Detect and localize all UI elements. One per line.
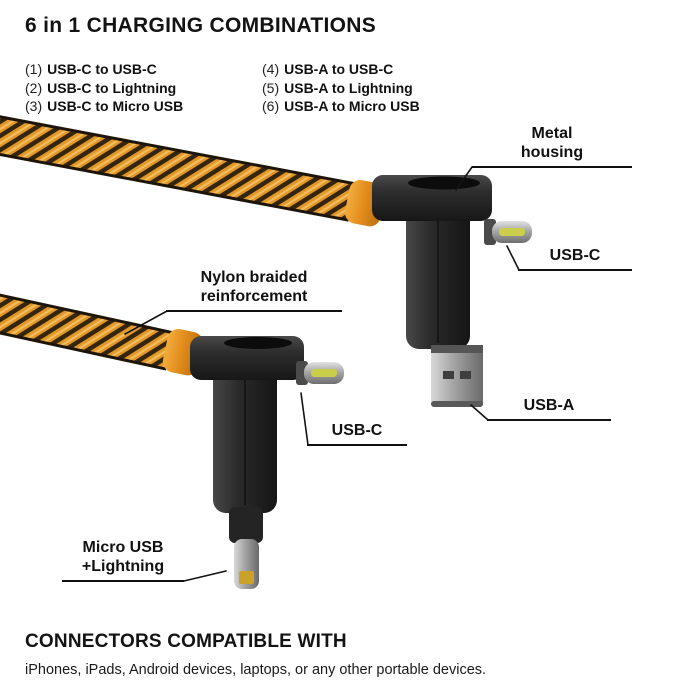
list-item: (4)USB-A to USB-C [262,60,420,79]
annotation-text: USB-C [331,422,383,439]
combinations-column-right: (4)USB-A to USB-C (5)USB-A to Lightning … [262,60,420,116]
annotation-text: +Lightning [81,558,165,575]
connector-assembly-top [372,175,532,407]
usb-a-connector [431,345,483,407]
annotation-usb-a: USB-A [487,396,611,421]
page-title: 6 in 1 CHARGING COMBINATIONS [25,14,377,37]
list-item: (2)USB-C to Lightning [25,79,183,98]
combo-number: (3) [25,98,43,114]
annotation-text: Nylon braided [200,269,308,286]
pointer-line-usb-c-bottom [300,392,309,446]
annotation-text: Micro USB [82,539,164,556]
annotation-metal-housing: Metal housing [472,124,632,168]
micro-usb-lightning-connector [229,507,263,589]
connector-assembly-bottom [190,336,344,589]
combo-number: (4) [262,61,280,77]
combinations-column-left: (1)USB-C to USB-C (2)USB-C to Lightning … [25,60,183,116]
pointer-line-nylon [124,310,168,335]
annotation-usb-c-bottom: USB-C [307,421,407,446]
annotation-text: housing [520,144,584,161]
pointer-line-usb-a [470,404,489,421]
housing-opening-bottom [224,337,292,349]
annotation-text: USB-A [523,397,575,414]
combo-label: USB-C to Lightning [47,79,177,96]
combo-number: (5) [262,79,280,96]
combo-label: USB-C to USB-C [47,61,157,77]
footer-heading: CONNECTORS COMPATIBLE WITH [25,631,347,652]
annotation-micro-usb-lightning: Micro USB +Lightning [62,538,184,582]
usb-c-connector-top [484,219,532,245]
pointer-line-metal-housing [455,166,473,191]
annotation-nylon-braided: Nylon braided reinforcement [166,268,342,312]
combo-label: USB-A to Micro USB [284,98,420,114]
pointer-line-micro-lightning [183,570,227,582]
combo-number: (6) [262,98,280,114]
combo-number: (2) [25,79,43,96]
list-item: (3)USB-C to Micro USB [25,97,183,116]
annotation-text: reinforcement [200,288,308,305]
footer-text: iPhones, iPads, Android devices, laptops… [25,662,487,678]
combo-label: USB-A to USB-C [284,61,394,77]
housing-opening-top [408,176,480,190]
pointer-line-usb-c-top [506,245,520,271]
annotation-text: Metal [531,125,573,142]
list-item: (6)USB-A to Micro USB [262,97,420,116]
combo-number: (1) [25,61,43,77]
combo-label: USB-C to Micro USB [47,98,184,114]
combo-label: USB-A to Lightning [284,79,413,96]
annotation-text: USB-C [549,247,601,264]
product-photo [0,115,532,589]
usb-c-connector-bottom [296,361,344,385]
annotation-pointer-lines [124,166,520,582]
list-item: (1)USB-C to USB-C [25,60,183,79]
list-item: (5)USB-A to Lightning [262,79,420,98]
braided-cable-top [0,115,356,222]
braided-cable-bottom [0,293,175,371]
annotation-usb-c-top: USB-C [518,246,632,271]
